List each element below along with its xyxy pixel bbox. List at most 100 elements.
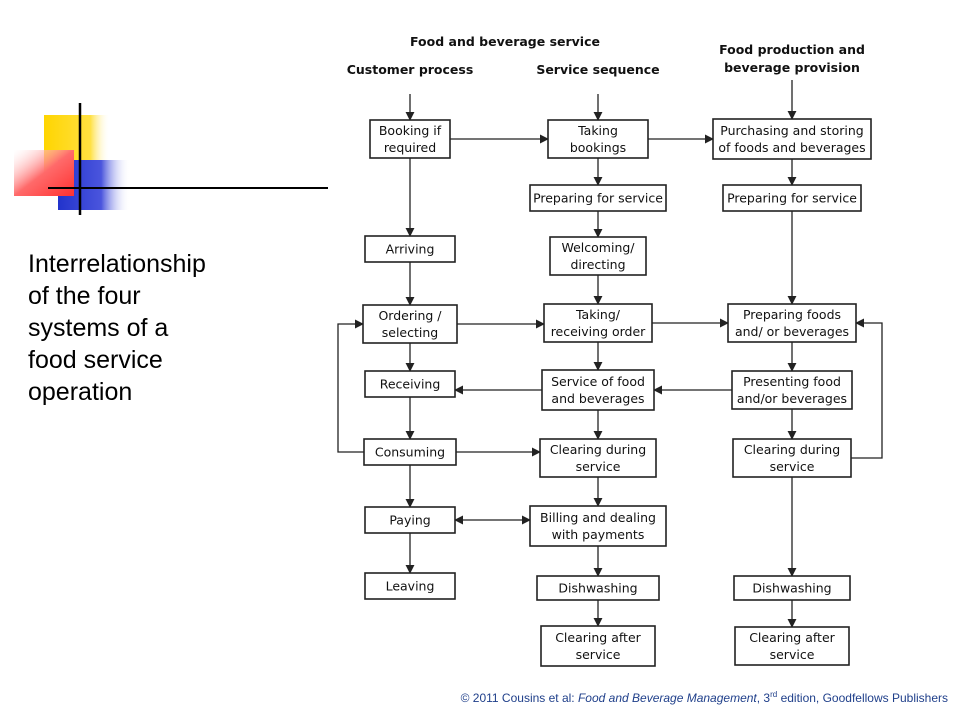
title-line: of the four: [28, 282, 141, 310]
credit-book-title: Food and Beverage Management: [577, 691, 757, 705]
flow-node-label: bookings: [570, 140, 626, 155]
flow-node-label: Receiving: [380, 377, 441, 392]
flow-node-p1: Purchasing and storing of foods and bever…: [712, 118, 872, 160]
flow-node-label: Clearing during: [550, 442, 646, 457]
flow-node-box: [732, 438, 852, 478]
flow-node-box: [540, 625, 656, 667]
column-header-production: Food production and: [719, 42, 865, 57]
flow-node-label: and/ or beverages: [735, 324, 849, 339]
flow-node-label: Preparing for service: [533, 191, 663, 206]
flow-node-s2: Preparing for service: [529, 184, 667, 212]
flow-node-p4: Presenting food and/or beverages: [731, 370, 853, 410]
flow-node-label: Taking: [577, 123, 618, 138]
flow-node-box: [362, 304, 458, 344]
flow-node-label: Leaving: [386, 579, 435, 594]
flow-node-label: Arriving: [386, 242, 435, 257]
flow-node-s7: Billing and dealing with payments: [529, 505, 667, 547]
flow-node-box: [541, 369, 655, 411]
flow-node-box: [364, 370, 456, 398]
credit-prefix: © 2011 Cousins et al:: [460, 691, 578, 705]
flow-node-label: receiving order: [551, 324, 646, 339]
flow-node-box: [727, 303, 857, 343]
flow-node-s1: Taking bookings: [547, 119, 649, 159]
flow-node-box: [547, 119, 649, 159]
flow-node-c5: Consuming: [363, 438, 457, 466]
flow-node-c6: Paying: [364, 506, 456, 534]
flow-node-label: Presenting food: [743, 374, 841, 389]
slide-title: Interrelationship of the four systems of…: [28, 248, 268, 408]
flow-node-label: Clearing after: [749, 630, 835, 645]
flow-node-box: [734, 626, 850, 666]
flow-node-box: [529, 505, 667, 547]
flow-node-s5: Service of food and beverages: [541, 369, 655, 411]
flow-node-label: and/or beverages: [737, 391, 847, 406]
flow-node-s8: Dishwashing: [536, 575, 660, 601]
flow-node-label: and beverages: [551, 391, 644, 406]
flow-node-label: Booking if: [379, 123, 442, 138]
flow-node-c1: Booking if required: [369, 119, 451, 159]
header-food-and-beverage-service: Food and beverage service: [410, 34, 600, 49]
flow-node-box: [364, 235, 456, 263]
logo-red-square: [14, 150, 74, 196]
flow-node-label: directing: [570, 257, 625, 272]
flow-node-label: Clearing after: [555, 630, 641, 645]
edges-layer: [337, 80, 883, 628]
flow-node-s9: Clearing after service: [540, 625, 656, 667]
flow-node-c4: Receiving: [364, 370, 456, 398]
flow-node-label: service: [576, 459, 621, 474]
flow-node-label: required: [384, 140, 436, 155]
credit-mid: , 3: [756, 691, 771, 705]
flow-node-label: Purchasing and storing: [720, 123, 863, 138]
flow-node-label: service: [576, 647, 621, 662]
flow-node-label: of foods and beverages: [718, 140, 865, 155]
title-line: Interrelationship: [28, 250, 206, 278]
flow-node-s4: Taking/receiving order: [543, 303, 653, 343]
column-header-service: Service sequence: [536, 62, 659, 77]
column-header-production: beverage provision: [724, 60, 860, 75]
flow-node-label: Dishwashing: [752, 581, 831, 596]
flow-node-label: Taking/: [575, 307, 621, 322]
flow-node-label: service: [770, 459, 815, 474]
flow-node-box: [549, 236, 647, 276]
flow-node-label: Ordering /: [378, 308, 442, 323]
flow-node-box: [539, 438, 657, 478]
flow-node-box: [529, 184, 667, 212]
flow-node-label: Clearing during: [744, 442, 840, 457]
flow-node-label: Welcoming/: [561, 240, 635, 255]
flow-node-box: [722, 184, 862, 212]
flow-node-s3: Welcoming/directing: [549, 236, 647, 276]
flow-node-c3: Ordering / selecting: [362, 304, 458, 344]
flow-node-p2: Preparing for service: [722, 184, 862, 212]
credit-sup: rd: [770, 690, 778, 699]
flow-node-p7: Clearing after service: [734, 626, 850, 666]
copyright-credit: © 2011 Cousins et al: Food and Beverage …: [461, 690, 948, 705]
flow-node-label: Service of food: [551, 374, 645, 389]
flow-node-box: [536, 575, 660, 601]
flow-arrow-p5-p3: [851, 318, 883, 459]
column-header-customer: Customer process: [347, 62, 474, 77]
flow-node-label: with payments: [552, 527, 645, 542]
flow-node-box: [369, 119, 451, 159]
flow-node-label: Consuming: [375, 445, 445, 460]
flow-node-box: [712, 118, 872, 160]
title-line: systems of a: [28, 314, 169, 342]
flow-arrow-c5-c3: [337, 319, 364, 453]
flow-node-p5: Clearing during service: [732, 438, 852, 478]
flow-node-c7: Leaving: [364, 572, 456, 600]
flow-node-box: [543, 303, 653, 343]
slide-logo-decoration: [14, 103, 328, 215]
flow-node-label: Billing and dealing: [540, 510, 656, 525]
flow-node-p6: Dishwashing: [733, 575, 851, 601]
flow-node-box: [731, 370, 853, 410]
flow-node-label: Paying: [389, 513, 430, 528]
flow-node-box: [363, 438, 457, 466]
flow-node-box: [364, 506, 456, 534]
flow-node-label: selecting: [382, 325, 438, 340]
flow-node-label: Preparing for service: [727, 191, 857, 206]
flow-node-label: service: [770, 647, 815, 662]
title-line: operation: [28, 378, 133, 406]
flow-node-box: [364, 572, 456, 600]
